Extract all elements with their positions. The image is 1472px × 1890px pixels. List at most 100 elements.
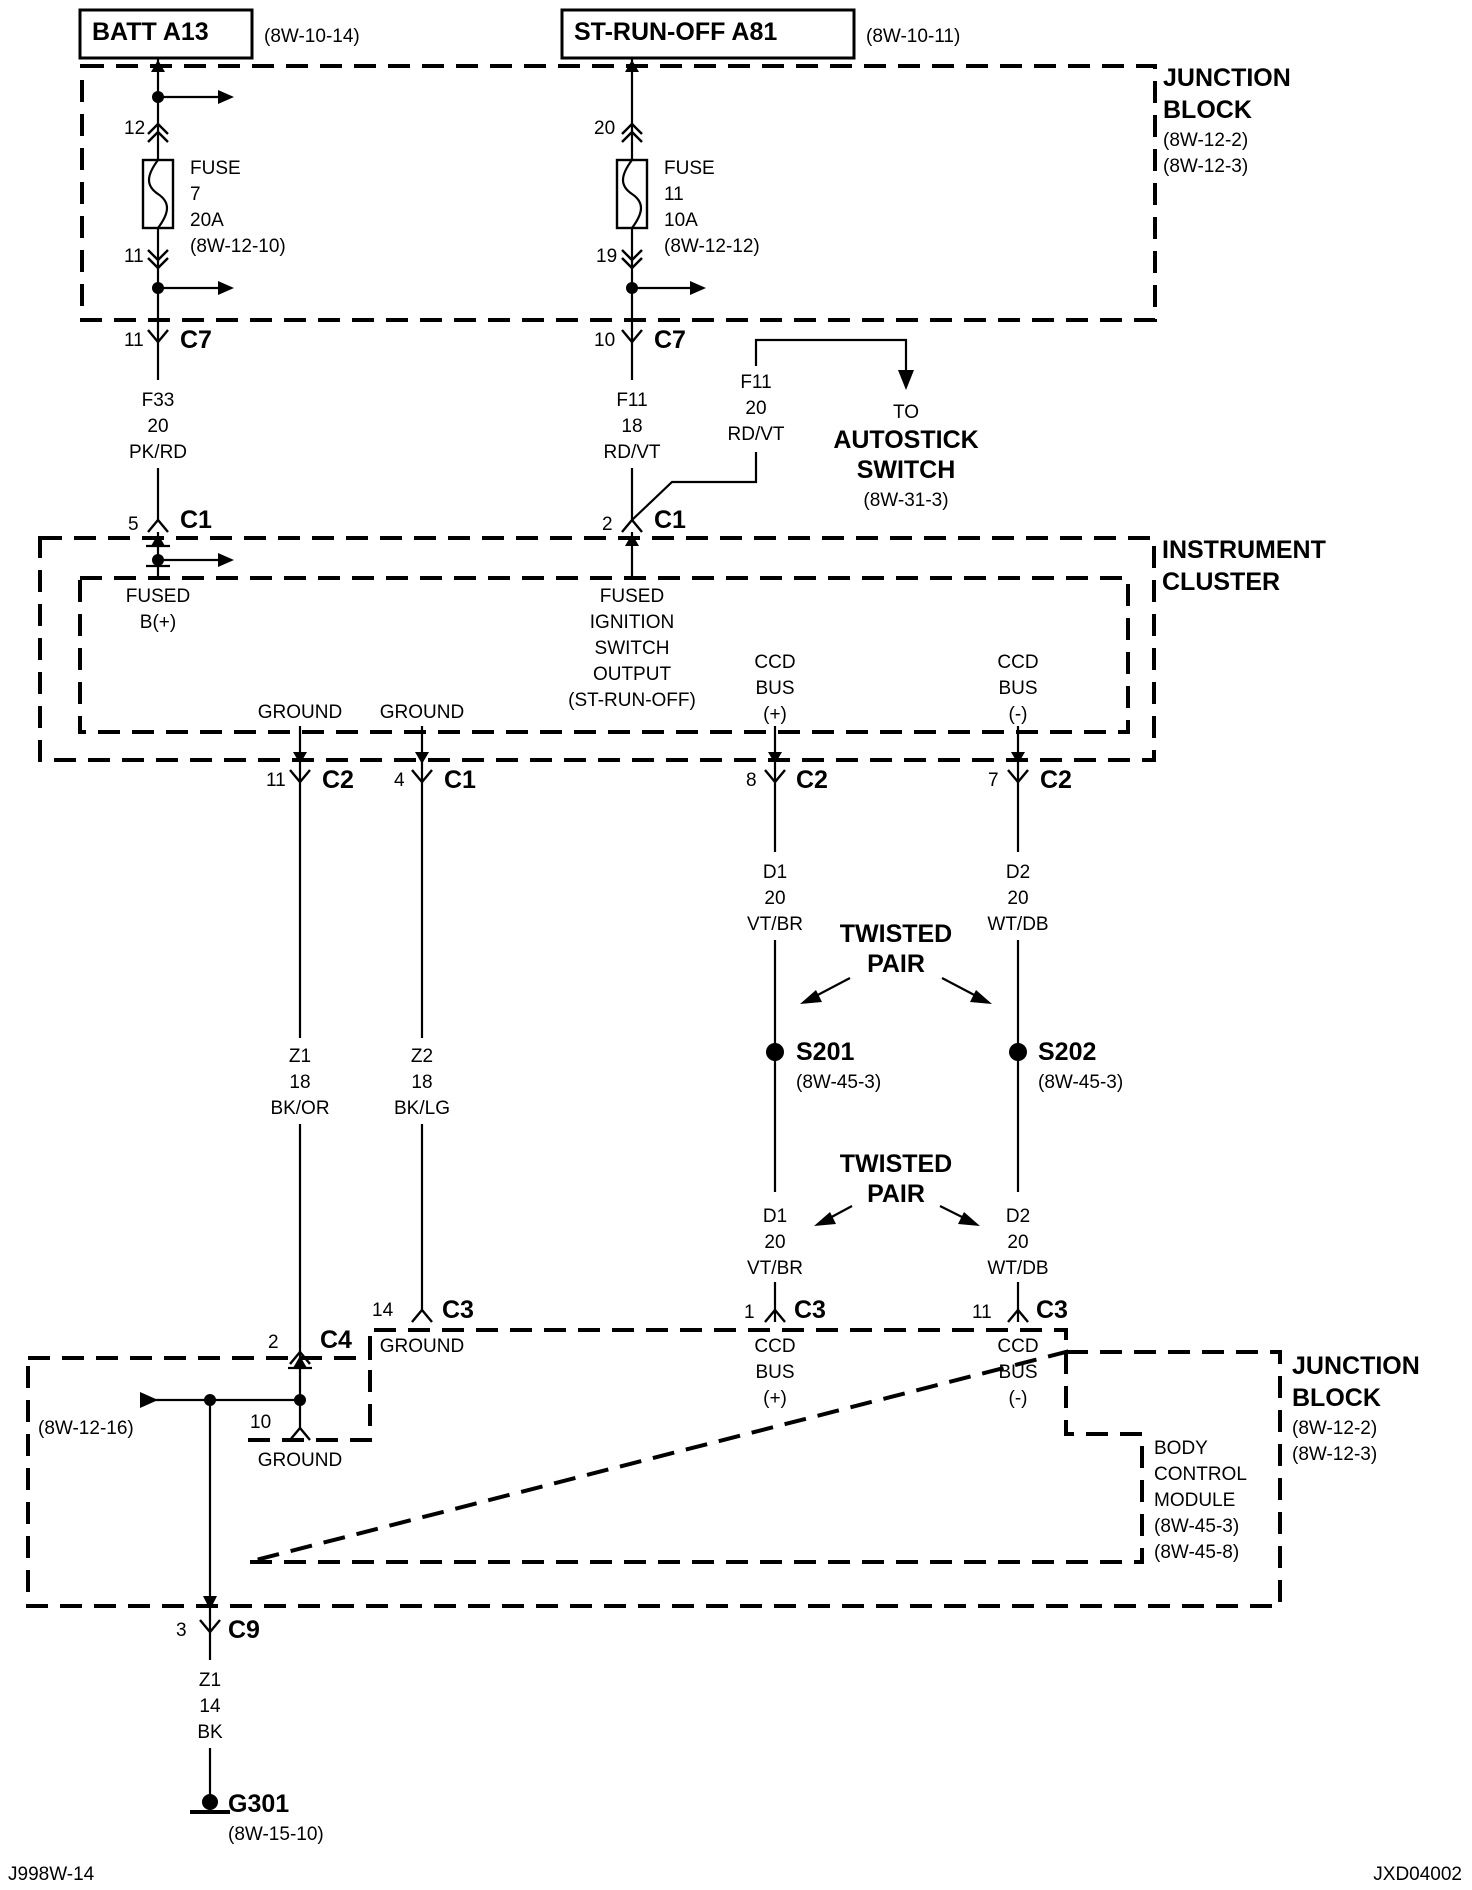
wire-f11-main-circuit: F11 (616, 390, 647, 411)
fuse11-ref: (8W-12-12) (664, 236, 760, 257)
bottom-ground-c4-label: GROUND (258, 1450, 342, 1471)
wire-f11-main-color: RD/VT (604, 442, 661, 463)
cluster-ground-2: GROUND (380, 702, 464, 723)
bottom-ccd-neg-1: CCD (997, 1336, 1038, 1357)
c2-ccd-pos-pin: 8 (746, 770, 757, 791)
footer-left-code: J998W-14 (8, 1864, 95, 1885)
wire-f33-color: PK/RD (129, 442, 187, 463)
c2-ground-pin: 11 (266, 770, 286, 791)
cluster-fused-b-1: FUSED (126, 586, 190, 607)
junction-block-top-title-2: BLOCK (1163, 96, 1252, 124)
wire-d1-lower-circuit: D1 (763, 1206, 787, 1227)
wire-z2-circuit: Z2 (411, 1046, 433, 1067)
cluster-ccd-pos-3: (+) (763, 704, 787, 725)
c3-ccd-neg-connector-symbol (1007, 1308, 1029, 1323)
splice-s202-name: S202 (1038, 1038, 1096, 1066)
twisted-pair-2-line-1: TWISTED (840, 1150, 953, 1178)
c2-ccd-pos-name: C2 (796, 766, 828, 794)
c1-ground-pin: 4 (394, 770, 405, 791)
wire-z1-upper-gauge: 18 (289, 1072, 310, 1093)
c2-ccd-neg-pin: 7 (988, 770, 999, 791)
cluster-ground-1: GROUND (258, 702, 342, 723)
c3-ground-name: C3 (442, 1296, 474, 1324)
c3-ccd-pos-pin: 1 (744, 1302, 755, 1323)
junction-block-bottom-ref-2: (8W-12-3) (1292, 1444, 1377, 1465)
c9-pin: 3 (176, 1620, 187, 1641)
fuse11-rating: 10A (664, 210, 698, 231)
fuse7-pin-out: 11 (124, 246, 144, 267)
bottom-ccd-pos-1: CCD (754, 1336, 795, 1357)
c7-right-pin: 10 (594, 330, 615, 351)
fuse11-number: 11 (664, 184, 684, 205)
cluster-ign-1: FUSED (600, 586, 664, 607)
bottom-ref-left: (8W-12-16) (38, 1418, 134, 1439)
c9-name: C9 (228, 1616, 260, 1644)
wire-d1-upper-color: VT/BR (747, 914, 803, 935)
bottom-ccd-pos-2: BUS (755, 1362, 794, 1383)
instrument-cluster-outline (38, 536, 1156, 762)
twisted-pair-1-line-1: TWISTED (840, 920, 953, 948)
fuse7-number: 7 (190, 184, 201, 205)
bottom-ccd-pos-3: (+) (763, 1388, 787, 1409)
wire-f11-branch-gauge: 20 (745, 398, 766, 419)
wire-d1-lower-gauge: 20 (764, 1232, 785, 1253)
wire-d2-upper-gauge: 20 (1007, 888, 1028, 909)
wire-z1-upper-color: BK/OR (270, 1098, 329, 1119)
splice-s201-dot (766, 1043, 784, 1061)
c1-left-pin: 5 (128, 514, 139, 535)
wire-z1-lower-color: BK (197, 1722, 223, 1743)
bcm-outline (247, 1330, 1144, 1564)
instrument-cluster-title-1: INSTRUMENT (1162, 536, 1326, 564)
c4-ground-pin: 10 (250, 1412, 271, 1433)
c1-left-name: C1 (180, 506, 212, 534)
ground-g301-dot (202, 1794, 218, 1810)
fuse7-rating: 20A (190, 210, 224, 231)
wire-f11-branch-circuit: F11 (740, 372, 771, 393)
wire-f33-gauge: 20 (147, 416, 168, 437)
junction-block-top-ref-2: (8W-12-3) (1163, 156, 1248, 177)
c1-right-connector-symbol (621, 518, 643, 533)
batt-source-box (78, 8, 254, 60)
fuse11-pin-in: 20 (594, 118, 615, 139)
bottom-ccd-neg-2: BUS (998, 1362, 1037, 1383)
wire-f11-main-gauge: 18 (621, 416, 642, 437)
cluster-ccd-neg-3: (-) (1009, 704, 1028, 725)
c1-left-connector-symbol (147, 518, 169, 533)
instrument-cluster-inner-outline (78, 576, 1130, 734)
junction-block-top-outline (80, 64, 1157, 322)
strun-source-box (560, 8, 856, 60)
fuse7-ref: (8W-12-10) (190, 236, 286, 257)
wire-d2-upper-color: WT/DB (987, 914, 1048, 935)
instrument-cluster-title-2: CLUSTER (1162, 568, 1280, 596)
c7-right-name: C7 (654, 326, 686, 354)
bottom-ccd-neg-3: (-) (1009, 1388, 1028, 1409)
c1-ground-name: C1 (444, 766, 476, 794)
cluster-ccd-pos-2: BUS (755, 678, 794, 699)
fuse7-label: FUSE (190, 158, 241, 179)
wire-z2-gauge: 18 (411, 1072, 432, 1093)
junction-block-top-title-1: JUNCTION (1163, 64, 1291, 92)
wire-d1-upper-gauge: 20 (764, 888, 785, 909)
c3-ccd-pos-connector-symbol (764, 1308, 786, 1323)
autostick-to: TO (893, 402, 919, 423)
ground-g301-ref: (8W-15-10) (228, 1824, 324, 1845)
cluster-ccd-pos-1: CCD (754, 652, 795, 673)
wire-d2-lower-gauge: 20 (1007, 1232, 1028, 1253)
junction-block-bottom-ref-1: (8W-12-2) (1292, 1418, 1377, 1439)
autostick-name-2: SWITCH (857, 456, 956, 484)
c4-pin: 2 (268, 1332, 279, 1353)
bcm-ref-1: (8W-45-3) (1154, 1516, 1239, 1537)
junction-block-bottom-title-1: JUNCTION (1292, 1352, 1420, 1380)
junction-block-bottom-outline (26, 1328, 1282, 1608)
bcm-ref-2: (8W-45-8) (1154, 1542, 1239, 1563)
twisted-pair-2-line-2: PAIR (867, 1180, 925, 1208)
c4-ground-connector-symbol (289, 1426, 311, 1441)
c2-ccd-neg-name: C2 (1040, 766, 1072, 794)
wire-f11-branch-color: RD/VT (728, 424, 785, 445)
splice-s202-dot (1009, 1043, 1027, 1061)
c1-right-pin: 2 (602, 514, 613, 535)
cluster-ign-4: OUTPUT (593, 664, 672, 685)
c3-ccd-neg-name: C3 (1036, 1296, 1068, 1324)
c4-name: C4 (320, 1326, 352, 1354)
